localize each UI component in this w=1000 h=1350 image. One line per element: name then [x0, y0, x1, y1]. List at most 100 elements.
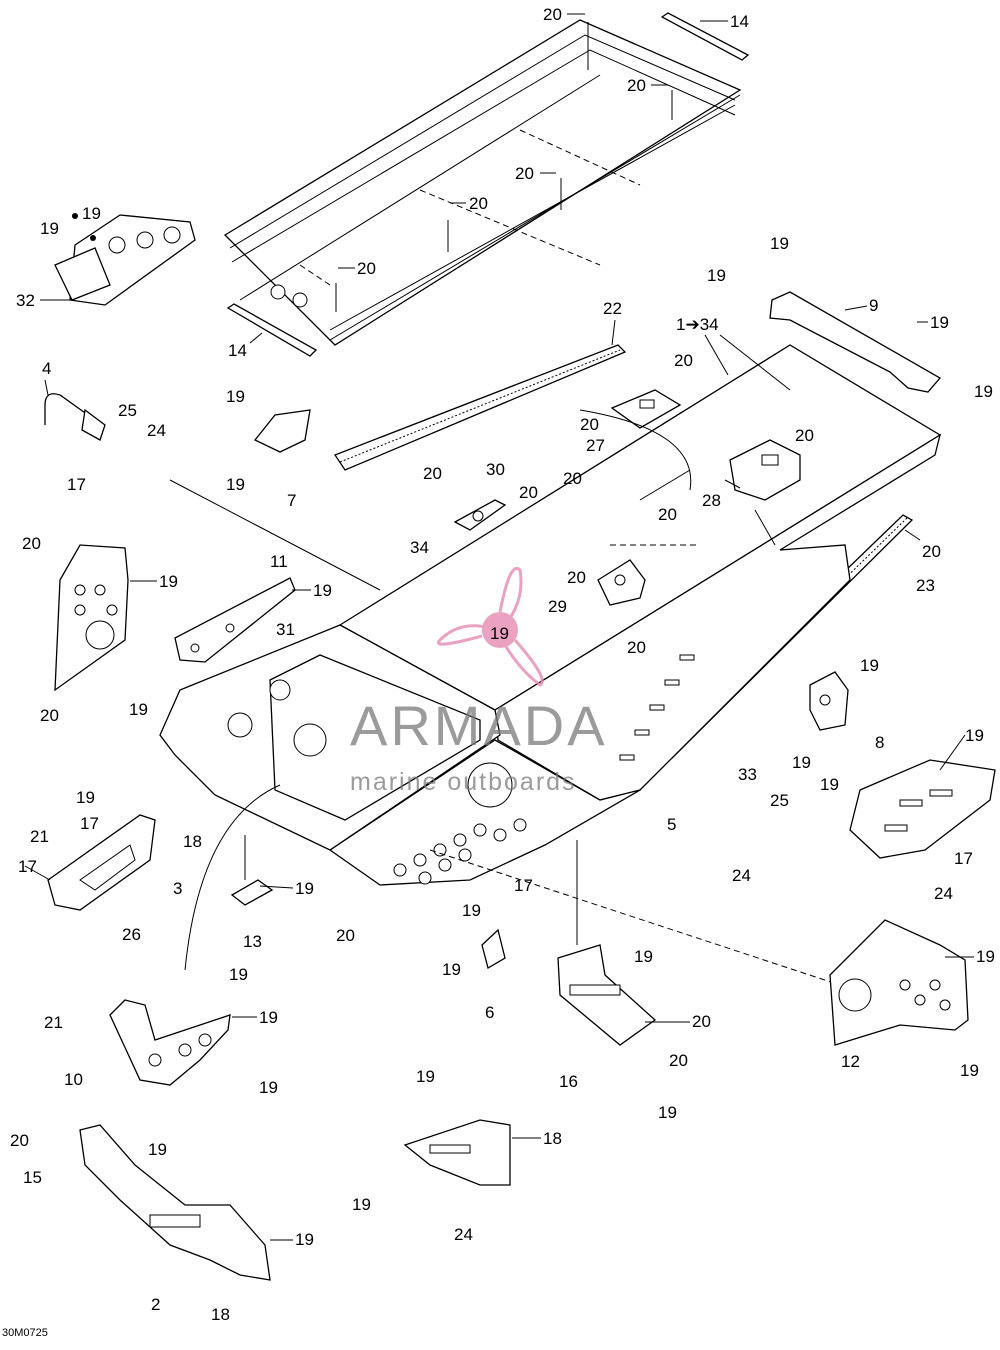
plate-13 — [230, 879, 274, 906]
callout-20: 20 — [674, 351, 693, 370]
bracket-3 — [47, 814, 156, 911]
callout-9: 9 — [869, 296, 878, 315]
callout-19: 17 — [954, 849, 973, 868]
callout-8: 19 — [792, 753, 811, 772]
diagram-id: 30M0725 — [2, 1327, 48, 1339]
callout-20: 20 — [357, 259, 376, 278]
callout-19: 31 — [276, 620, 295, 639]
callout-20: 23 — [916, 576, 935, 595]
callout-21: 17 — [80, 814, 99, 833]
callout-19: 19 — [707, 266, 726, 285]
callout-20: 20 — [627, 638, 646, 657]
callout-20: 20 — [519, 483, 538, 502]
bracket-2 — [79, 1124, 271, 1281]
callout-18: 26 — [122, 925, 141, 944]
bracket-31 — [597, 559, 646, 606]
callout-17: 24 — [732, 866, 751, 885]
callout-32: 32 — [16, 291, 35, 310]
callout-14: 14 — [228, 341, 247, 360]
callout-19: 19 — [770, 234, 789, 253]
callout-13: 19 — [295, 879, 314, 898]
bracket-30 — [453, 499, 507, 531]
watermark-tagline: marine outboards — [350, 768, 577, 796]
callout-17: 19 — [76, 788, 95, 807]
bracket-7 — [253, 409, 311, 453]
runner-22 — [334, 344, 627, 471]
callout-20: 20 — [795, 426, 814, 445]
callout-19: 11 — [270, 552, 288, 571]
slide-strip-rear — [660, 12, 750, 61]
callout-17: 17 — [67, 475, 86, 494]
callout-19: 19 — [148, 1140, 167, 1159]
callout-3: 17 — [18, 857, 37, 876]
callout-20: 13 — [243, 932, 262, 951]
side-panel-12 — [829, 919, 969, 1046]
watermark-logo — [436, 566, 544, 687]
callout-5: 25 — [770, 791, 789, 810]
callout-19: 19 — [82, 204, 101, 223]
bracket-28 — [729, 439, 801, 501]
callout-19: 20 — [40, 706, 59, 725]
callout-19: 10 — [64, 1070, 83, 1089]
callout-24: 19 — [658, 1103, 677, 1122]
callout-27: 27 — [586, 436, 605, 455]
callout-20: 20 — [580, 415, 599, 434]
bracket-15 — [403, 1119, 511, 1186]
callouts: 20 14 20 20 20 20 14 19 19 32 22 1➔34 19… — [10, 5, 995, 1324]
callout-19: 8 — [875, 733, 884, 752]
bracket-32 — [54, 213, 196, 306]
tunnel-top-plate — [223, 19, 742, 346]
callout-leaders — [24, 13, 974, 1241]
callout-24: 24 — [147, 421, 166, 440]
callout-24: 19 — [352, 1195, 371, 1214]
callout-19: 18 — [183, 832, 202, 851]
callout-31: 29 — [548, 597, 567, 616]
rear-bracket-9 — [769, 291, 942, 393]
callout-17: 19 — [462, 901, 481, 920]
callout-21: 19 — [229, 965, 248, 984]
callout-2: 19 — [295, 1230, 314, 1249]
callout-19: 19 — [820, 775, 839, 794]
strip-34 — [174, 577, 296, 663]
guard-33 — [849, 759, 996, 859]
handle-5 — [734, 804, 813, 906]
callout-20: 19 — [634, 947, 653, 966]
bracket-10 — [109, 999, 231, 1086]
callout-12: 19 — [976, 947, 995, 966]
callout-19: 20 — [22, 534, 41, 553]
callout-19: 19 — [974, 382, 993, 401]
callout-19: 15 — [23, 1168, 42, 1187]
callout-20: 16 — [559, 1072, 578, 1091]
callout-20: 20 — [515, 164, 534, 183]
callout-19: 6 — [485, 1003, 494, 1022]
callout-20: 19 — [416, 1067, 435, 1086]
bracket-8 — [809, 671, 849, 731]
callout-20: 20 — [423, 464, 442, 483]
callout-1to34: 1➔34 — [676, 315, 719, 334]
callout-19: 24 — [934, 884, 953, 903]
callout-25: 25 — [118, 401, 137, 420]
slide-strip-front — [226, 303, 318, 357]
callout-7: 7 — [287, 491, 296, 510]
callout-19: 18 — [211, 1305, 230, 1324]
callout-29: 20 — [567, 568, 586, 587]
callout-11: 19 — [159, 572, 178, 591]
bracket-27 — [610, 389, 682, 429]
callout-20: 34 — [410, 538, 429, 557]
callout-20: 20 — [627, 76, 646, 95]
callout-10: 19 — [259, 1008, 278, 1027]
callout-33: 19 — [965, 726, 984, 745]
callout-20: 20 — [469, 194, 488, 213]
callout-30: 30 — [486, 460, 505, 479]
plate-6 — [481, 928, 506, 969]
callout-25: 33 — [738, 765, 757, 784]
callout-19: 19 — [129, 700, 148, 719]
callout-19: 20 — [669, 1051, 688, 1070]
callout-19: 21 — [44, 1013, 63, 1032]
callout-20: 20 — [543, 5, 562, 24]
callout-19: 19 — [226, 475, 245, 494]
callout-19: 19 — [960, 1061, 979, 1080]
callout-17: 21 — [30, 827, 49, 846]
callout-24: 5 — [667, 815, 676, 834]
callout-18: 2 — [151, 1295, 160, 1314]
